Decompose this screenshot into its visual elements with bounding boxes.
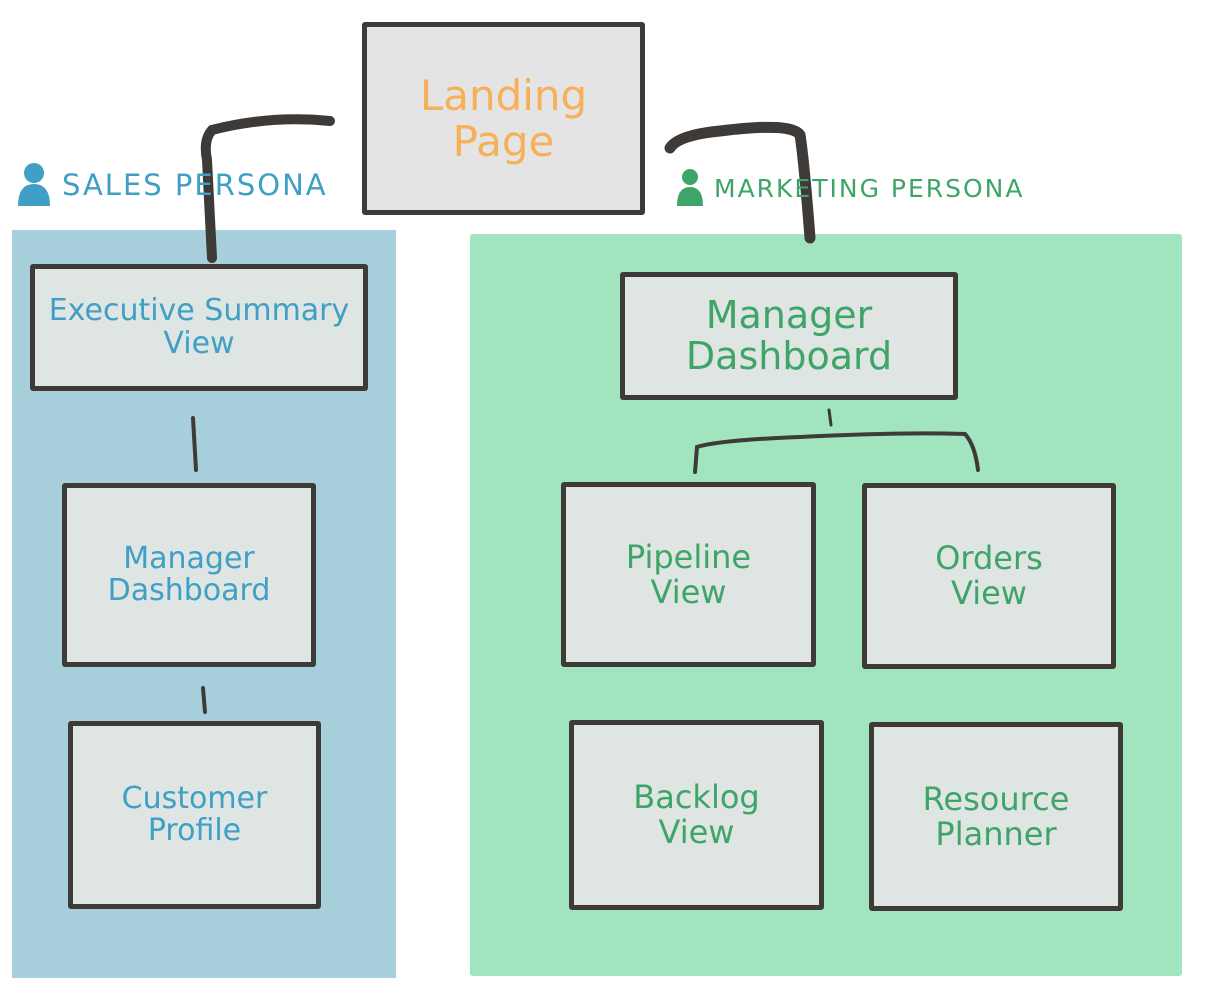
node-label-line-2: Dashboard xyxy=(107,573,271,608)
marketing-persona-label: MARKETING PERSONA xyxy=(714,173,1025,203)
node-label-line-2: View xyxy=(658,813,735,851)
node-label-line-1: Customer xyxy=(121,780,268,816)
landing-page-node: Landing Page xyxy=(362,22,645,215)
exec-to-manager-connector xyxy=(191,416,198,472)
marketing-persona-heading: MARKETING PERSONA xyxy=(676,168,1025,208)
manager-branch-connector xyxy=(693,431,980,474)
customer-profile-node: Customer Profile xyxy=(68,721,321,909)
landing-page-label-line-1: Landing xyxy=(419,71,588,121)
node-label-line-1: Backlog xyxy=(633,778,760,817)
node-label-line-1: Resource xyxy=(922,779,1070,818)
node-label-line-1: Orders xyxy=(935,539,1043,578)
manager-to-customer-connector xyxy=(201,686,207,714)
landing-to-sales-connector xyxy=(200,114,335,263)
manager-to-views-connector xyxy=(827,408,833,427)
pipeline-view-node: Pipeline View xyxy=(561,482,816,667)
node-label-line-1: Manager xyxy=(123,540,255,576)
node-label-line-2: Profile xyxy=(147,813,242,848)
sales-persona-label: SALES PERSONA xyxy=(62,168,328,202)
landing-page-label-line-2: Page xyxy=(452,116,555,166)
resource-planner-node: Resource Planner xyxy=(869,722,1123,911)
node-label-line-2: Dashboard xyxy=(685,334,893,378)
executive-summary-view-node: Executive Summary View xyxy=(30,264,368,391)
node-label-line-1: Pipeline xyxy=(625,537,752,576)
user-icon xyxy=(677,169,703,206)
marketing-manager-dashboard-node: Manager Dashboard xyxy=(620,272,958,400)
landing-to-marketing-connector xyxy=(664,121,816,244)
node-label-line-2: View xyxy=(163,325,235,361)
user-icon xyxy=(18,163,50,206)
orders-view-node: Orders View xyxy=(862,483,1116,669)
backlog-view-node: Backlog View xyxy=(569,720,824,910)
sales-persona-heading: SALES PERSONA xyxy=(16,162,328,208)
node-label-line-1: Executive Summary xyxy=(48,293,350,329)
node-label-line-1: Manager xyxy=(705,292,873,337)
sales-manager-dashboard-node: Manager Dashboard xyxy=(62,483,316,667)
node-label-line-2: Planner xyxy=(935,814,1057,853)
node-label-line-2: View xyxy=(650,572,727,611)
node-label-line-2: View xyxy=(951,574,1027,612)
